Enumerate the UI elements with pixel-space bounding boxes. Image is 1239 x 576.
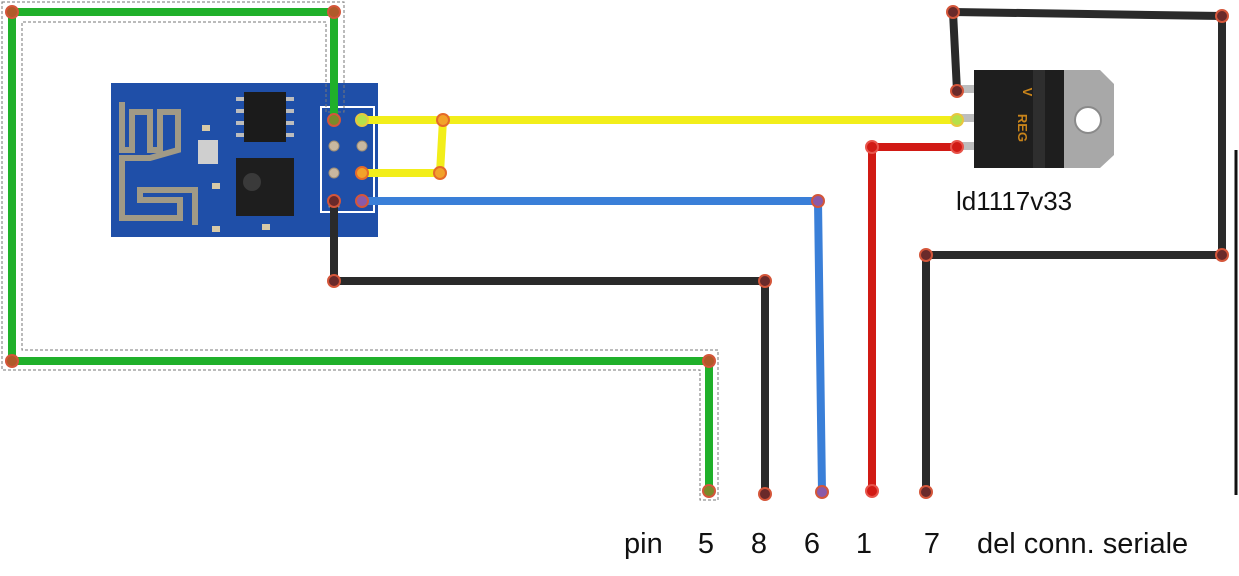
caption-suffix: del conn. seriale	[977, 528, 1188, 560]
smd-component	[212, 183, 220, 189]
wire-node	[919, 485, 933, 499]
wire-nodes	[5, 5, 1229, 501]
wire-node	[702, 354, 716, 368]
wire-node	[355, 166, 369, 180]
wire-node	[1215, 9, 1229, 23]
wire-node	[950, 140, 964, 154]
smd-component	[202, 125, 210, 131]
wire-node	[327, 194, 341, 208]
wire-node	[865, 140, 879, 154]
flash-chip	[244, 92, 286, 142]
wire-node	[815, 485, 829, 499]
regulator-marking-reg: REG	[1015, 114, 1030, 142]
regulator-label: ld1117v33	[956, 186, 1072, 216]
caption: pin 5 8 6 1 7 del conn. seriale	[624, 528, 1188, 560]
wire-node	[702, 484, 716, 498]
black-wire-regulator	[922, 8, 1226, 496]
wire-node	[811, 194, 825, 208]
caption-pin-6: 6	[804, 528, 820, 560]
caption-pin-8: 8	[751, 528, 767, 560]
blue-wire	[358, 197, 826, 496]
wire-node	[950, 84, 964, 98]
wire-node	[436, 113, 450, 127]
wire-node	[433, 166, 447, 180]
regulator-pin	[958, 114, 976, 122]
antenna-trace	[119, 102, 198, 225]
wire-node	[327, 274, 341, 288]
led-component	[198, 140, 218, 164]
wire-node	[758, 487, 772, 501]
caption-pin-7: 7	[924, 528, 940, 560]
pin-header-outline	[320, 106, 375, 213]
wire-node	[950, 113, 964, 127]
wire-node	[919, 248, 933, 262]
black-wire-esp	[330, 197, 769, 498]
regulator-body	[974, 70, 1064, 168]
regulator-pin	[958, 85, 976, 93]
wire-node	[865, 484, 879, 498]
regulator-marking-v: V	[1020, 88, 1035, 97]
regulator-ld1117v33: V REG ld1117v33	[956, 70, 1114, 216]
wire-node	[758, 274, 772, 288]
mounting-hole-icon	[1074, 106, 1102, 134]
caption-pin-1: 1	[856, 528, 872, 560]
smd-component	[212, 226, 220, 232]
caption-prefix: pin	[624, 528, 663, 560]
wire-node	[355, 194, 369, 208]
wire-node	[327, 5, 341, 19]
red-wire	[868, 143, 961, 495]
flash-chip-pins	[236, 97, 294, 137]
wire-node	[1215, 248, 1229, 262]
espressif-logo-icon	[243, 173, 261, 191]
caption-pin-5: 5	[698, 528, 714, 560]
green-wire	[8, 8, 713, 495]
regulator-pin	[958, 142, 976, 150]
wire-node	[5, 354, 19, 368]
wire-node	[5, 5, 19, 19]
smd-component	[262, 224, 270, 230]
green-wire-selection-outline	[1, 1, 719, 501]
wire-node	[327, 113, 341, 127]
wire-node	[355, 113, 369, 127]
wire-node	[946, 5, 960, 19]
